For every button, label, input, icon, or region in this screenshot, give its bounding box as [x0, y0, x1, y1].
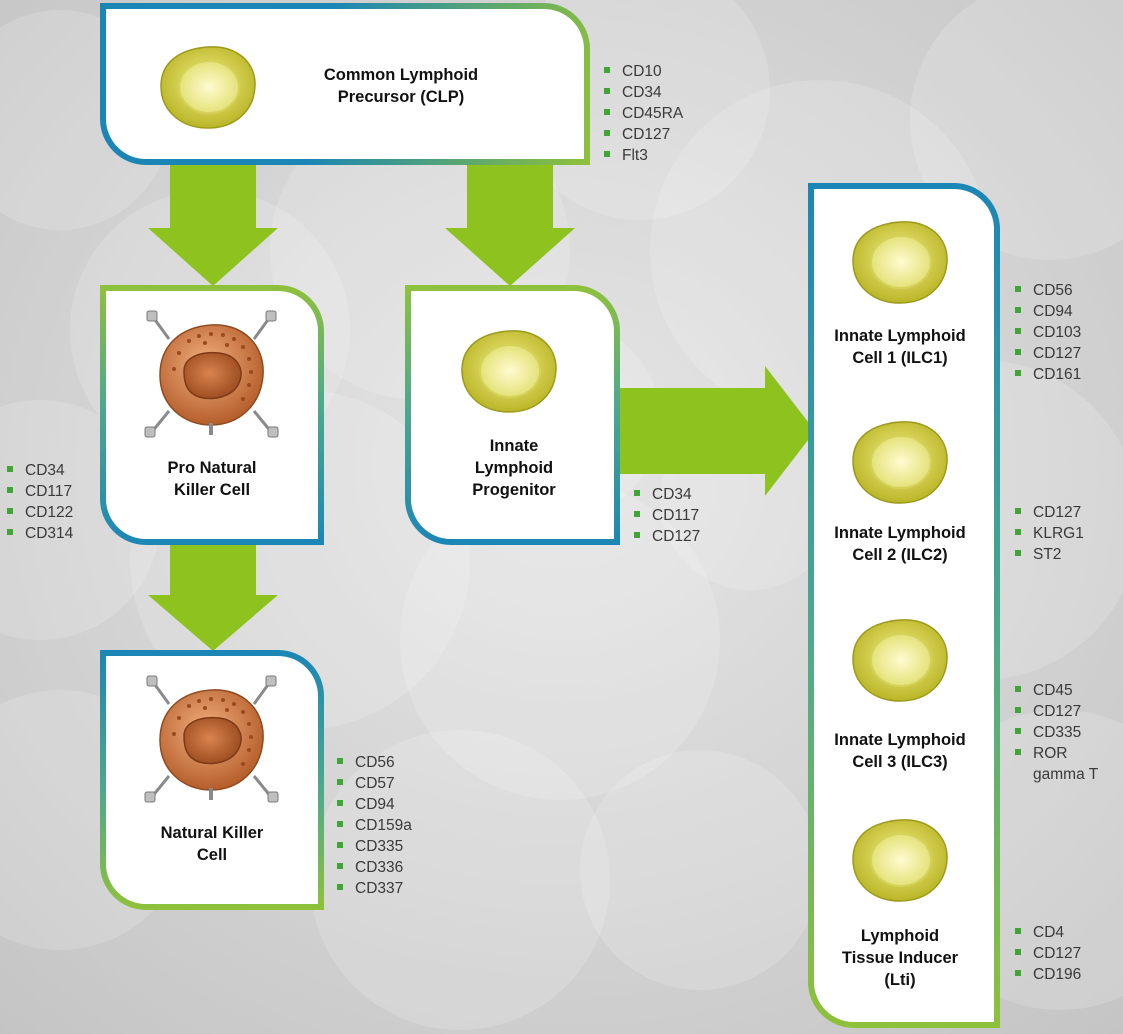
ilp-marker-list: CD34 CD117 CD127 — [632, 484, 700, 547]
marker-item: CD335 — [335, 836, 412, 857]
arrow-clp-to-ilp — [445, 164, 575, 286]
marker-item: CD56 — [1013, 280, 1081, 301]
marker-item: CD335 — [1013, 722, 1118, 743]
lymphoid-cell-icon — [852, 221, 948, 304]
marker-item: CD94 — [335, 794, 412, 815]
ilc-group-box: Innate Lymphoid Cell 1 (ILC1) Innate Lym… — [808, 183, 1000, 1028]
nk-title: Natural Killer Cell — [160, 824, 264, 864]
marker-item: Flt3 — [602, 145, 683, 166]
lti-marker-list: CD4 CD127 CD196 — [1013, 922, 1081, 985]
nk-cell-icon — [144, 675, 279, 803]
lymphoid-cell-icon — [461, 330, 557, 413]
marker-item: CD94 — [1013, 301, 1081, 322]
marker-item: CD336 — [335, 857, 412, 878]
arrow-pronk-to-nk — [148, 545, 278, 651]
arrow-ilp-to-ilc — [610, 366, 815, 496]
ilc2-marker-list: CD127 KLRG1 ST2 — [1013, 502, 1084, 565]
marker-item: CD103 — [1013, 322, 1081, 343]
marker-item: CD45 — [1013, 680, 1118, 701]
marker-item: CD127 — [602, 124, 683, 145]
marker-item: CD127 — [1013, 701, 1118, 722]
marker-item: CD56 — [335, 752, 412, 773]
marker-item: CD127 — [1013, 343, 1081, 364]
marker-item: ST2 — [1013, 544, 1084, 565]
marker-item: CD159a — [335, 815, 412, 836]
marker-item: CD196 — [1013, 964, 1081, 985]
arrow-clp-to-pronk — [148, 164, 278, 286]
ilc3-title: Innate Lymphoid Cell 3 (ILC3) — [834, 731, 966, 771]
ilc1-marker-list: CD56 CD94 CD103 CD127 CD161 — [1013, 280, 1081, 385]
pronk-title: Pro Natural Killer Cell — [167, 459, 257, 499]
lymphoid-cell-icon — [852, 819, 948, 902]
ilc3-marker-list: CD45 CD127 CD335 ROR gamma T — [1013, 680, 1118, 785]
lymphoid-cell-icon — [852, 619, 948, 702]
lti-title: Lymphoid Tissue Inducer (Lti) — [841, 927, 959, 989]
marker-item: CD127 — [1013, 502, 1084, 523]
pronk-marker-list: CD34 CD117 CD122 CD314 — [5, 460, 73, 544]
marker-item: CD4 — [1013, 922, 1081, 943]
marker-item: CD127 — [1013, 943, 1081, 964]
marker-item: CD117 — [5, 481, 73, 502]
marker-item: CD34 — [602, 82, 683, 103]
nk-marker-list: CD56 CD57 CD94 CD159a CD335 CD336 CD337 — [335, 752, 412, 899]
ilp-box: Innate Lymphoid Progenitor — [405, 285, 620, 545]
marker-item: CD122 — [5, 502, 73, 523]
marker-item: CD117 — [632, 505, 700, 526]
marker-item: CD314 — [5, 523, 73, 544]
lymphoid-cell-icon — [160, 46, 256, 129]
ilp-title: Innate Lymphoid Progenitor — [472, 437, 556, 499]
marker-item: CD10 — [602, 61, 683, 82]
marker-item: CD57 — [335, 773, 412, 794]
pronk-box: Pro Natural Killer Cell — [100, 285, 324, 545]
nk-box: Natural Killer Cell — [100, 650, 324, 910]
ilc2-title: Innate Lymphoid Cell 2 (ILC2) — [834, 524, 966, 564]
marker-item: CD337 — [335, 878, 412, 899]
clp-box: Common Lymphoid Precursor (CLP) — [100, 3, 590, 165]
marker-item: CD34 — [5, 460, 73, 481]
marker-item: CD161 — [1013, 364, 1081, 385]
marker-item: CD45RA — [602, 103, 683, 124]
clp-title: Common Lymphoid Precursor (CLP) — [323, 66, 479, 106]
nk-cell-icon — [144, 310, 279, 438]
lymphoid-cell-icon — [852, 421, 948, 504]
marker-item: ROR gamma T — [1013, 743, 1118, 785]
ilc1-title: Innate Lymphoid Cell 1 (ILC1) — [834, 327, 966, 367]
marker-item: CD34 — [632, 484, 700, 505]
marker-item: CD127 — [632, 526, 700, 547]
marker-item: KLRG1 — [1013, 523, 1084, 544]
clp-marker-list: CD10 CD34 CD45RA CD127 Flt3 — [602, 61, 683, 166]
